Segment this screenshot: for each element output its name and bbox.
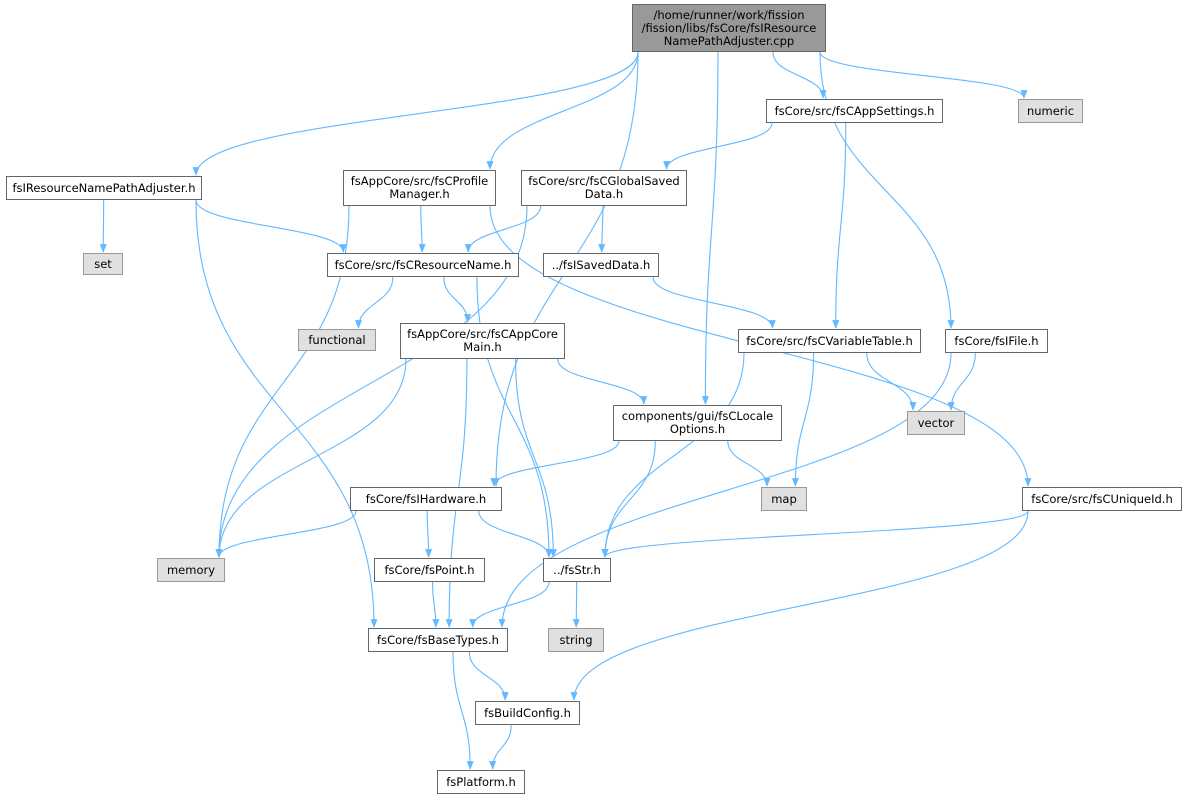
node-label-line: map (771, 491, 797, 506)
node-saved-data[interactable]: ../fsISavedData.h (543, 253, 659, 277)
node-variable-table[interactable]: fsCore/src/fsCVariableTable.h (738, 329, 921, 353)
edge-resname-to-str (476, 276, 553, 558)
node-unique-id[interactable]: fsCore/src/fsCUniqueId.h (1022, 487, 1182, 511)
node-label-line: fsCore/fsBaseTypes.h (377, 632, 499, 647)
edge-savedata-to-vartable (652, 276, 776, 329)
node-label-line: ../fsStr.h (553, 562, 601, 577)
node-label-line: vector (917, 415, 955, 430)
node-map: map (761, 487, 807, 511)
node-memory: memory (157, 558, 225, 582)
node-label-line: Options.h (669, 422, 726, 436)
node-label-line: /fission/libs/fsCore/fsIResource (641, 20, 817, 35)
edge-buildconfig-to-platform (489, 724, 512, 770)
node-vector: vector (907, 411, 965, 435)
node-label-line: NamePathAdjuster.cpp (663, 33, 795, 48)
node-label-line: Manager.h (389, 187, 450, 201)
node-label-line: fsCore/src/fsCResourceName.h (334, 257, 512, 272)
node-base-types[interactable]: fsCore/fsBaseTypes.h (368, 628, 508, 652)
node-build-config[interactable]: fsBuildConfig.h (475, 701, 580, 725)
node-label-line: fsCore/fsPoint.h (384, 562, 475, 577)
edge-hardware-to-str (478, 510, 553, 558)
edge-resname-to-appcore (443, 276, 472, 323)
node-label-line: fsCore/src/fsCUniqueId.h (1031, 491, 1173, 506)
edge-locale-to-hardware (490, 440, 620, 487)
edge-appcore-to-locale (557, 358, 648, 405)
node-label-line: components/gui/fsCLocale (621, 409, 774, 423)
edge-appcore-to-memory (215, 358, 407, 558)
edge-root-to-locale (701, 51, 719, 405)
edge-ifile-to-vector (947, 352, 976, 411)
node-label-line: memory (166, 562, 216, 577)
edge-root-to-adjuster_h (192, 51, 639, 176)
node-label-line: functional (308, 332, 366, 347)
node-hardware[interactable]: fsCore/fsIHardware.h (350, 487, 502, 511)
edge-globalsaved-to-resname (464, 205, 542, 253)
node-point[interactable]: fsCore/fsPoint.h (374, 558, 485, 582)
edge-adjuster_h-to-resname (195, 199, 347, 253)
edge-uniqueid-to-str (601, 510, 1029, 558)
node-label-line: set (94, 256, 112, 271)
node-label-line: string (559, 632, 593, 647)
node-label-line: Data.h (584, 187, 624, 201)
node-app-settings[interactable]: fsCore/src/fsCAppSettings.h (766, 99, 943, 123)
node-label-line: fsCore/src/fsCVariableTable.h (746, 333, 913, 348)
edge-locale-to-str (601, 440, 656, 558)
edge-root-to-appsettings (772, 51, 827, 99)
node-label-line: fsBuildConfig.h (484, 705, 571, 720)
edge-appsettings-to-globalsaved (663, 122, 773, 170)
node-platform[interactable]: fsPlatform.h (437, 770, 525, 794)
edge-hardware-to-memory (215, 510, 357, 558)
node-label-line: /home/runner/work/fission (653, 7, 805, 22)
node-ifile[interactable]: fsCore/fsIFile.h (945, 329, 1048, 353)
edge-locale-to-map (727, 440, 771, 487)
edge-root-to-numeric (819, 51, 1028, 99)
edge-str-to-basetypes (469, 581, 550, 628)
node-label-line: fsCore/fsIFile.h (954, 333, 1039, 348)
node-label-line: fsPlatform.h (446, 774, 516, 789)
node-label-line: fsCore/fsIHardware.h (365, 491, 487, 506)
node-numeric: numeric (1018, 99, 1083, 123)
node-label-line: ../fsISavedData.h (551, 257, 651, 272)
edge-appcore-to-str (515, 358, 557, 558)
node-label-line: fsAppCore/src/fsCAppCore (407, 327, 558, 341)
edge-vartable-to-str (601, 352, 745, 558)
node-str[interactable]: ../fsStr.h (543, 558, 611, 582)
edge-basetypes-to-platform (452, 651, 474, 770)
node-functional: functional (298, 329, 376, 351)
edge-profile-to-resname (418, 205, 426, 253)
node-adjuster-header[interactable]: fsIResourceNamePathAdjuster.h (6, 176, 202, 200)
node-root-file: /home/runner/work/fission/fission/libs/f… (632, 4, 826, 52)
edge-root-to-profile (486, 51, 639, 170)
node-label-line: fsCore/src/fsCGlobalSaved (528, 174, 680, 188)
node-set: set (83, 253, 123, 275)
edge-root-to-ifile (819, 51, 955, 329)
edge-basetypes-to-buildconfig (468, 651, 509, 701)
edge-adjuster_h-to-basetypes (195, 199, 378, 628)
node-label-line: Main.h (463, 340, 502, 354)
edge-vartable-to-vector (866, 352, 917, 411)
edge-uniqueid-to-buildconfig (570, 510, 1029, 701)
edge-point-to-basetypes (431, 581, 440, 628)
edge-globalsaved-to-savedata (598, 205, 606, 253)
edge-hardware-to-point (425, 510, 433, 558)
node-label-line: numeric (1026, 103, 1075, 118)
edge-vartable-to-map (791, 352, 815, 487)
node-label-line: fsAppCore/src/fsCProfile (350, 174, 489, 188)
edge-appsettings-to-vartable (832, 122, 847, 329)
node-label-line: fsIResourceNamePathAdjuster.h (12, 180, 196, 195)
node-resource-name[interactable]: fsCore/src/fsCResourceName.h (327, 253, 519, 277)
node-string: string (548, 628, 604, 652)
edge-resname-to-functional (354, 276, 394, 329)
edge-ifile-to-basetypes (498, 352, 952, 628)
node-label-line: fsCore/src/fsCAppSettings.h (774, 103, 935, 118)
